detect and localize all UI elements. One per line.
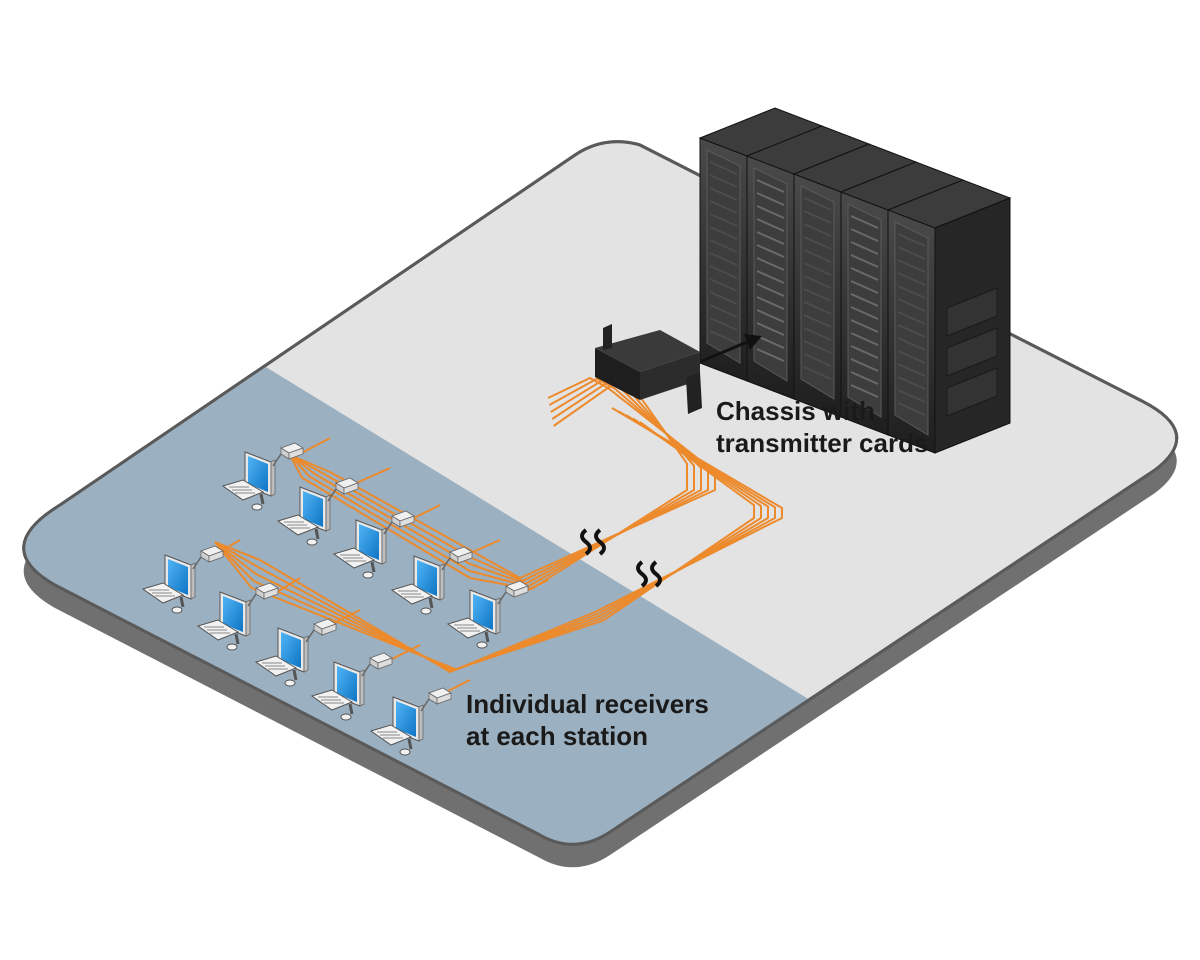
computer-workstation-icon — [221, 451, 276, 511]
server-rack-icon — [886, 179, 1012, 454]
server-racks — [698, 107, 1012, 454]
chassis-label-line2: transmitter cards — [716, 428, 928, 458]
cable-line — [289, 377, 716, 579]
cable-line — [214, 421, 755, 671]
computer-workstation-icon — [369, 696, 424, 756]
receiver-box-icon — [497, 580, 529, 605]
cable-branch — [389, 644, 421, 661]
computer-workstation-icon — [141, 554, 196, 614]
chassis-label: Chassis with transmitter cards — [716, 396, 928, 458]
receiver-box-icon — [327, 477, 359, 502]
computer-workstation-icon — [390, 555, 445, 615]
cable-break-icon — [580, 528, 606, 556]
server-rack-icon — [839, 161, 965, 436]
computer-workstation-icon — [310, 661, 365, 721]
computer-workstation-icon — [332, 519, 387, 579]
transmitter-chassis-icon — [595, 324, 702, 414]
cable-break-icon — [636, 560, 662, 588]
receiver-box-icon — [247, 582, 279, 607]
receiver-box-icon — [192, 545, 224, 570]
cable-branch — [409, 504, 441, 521]
cable-branch — [351, 467, 391, 486]
cable-line — [214, 417, 762, 671]
receiver-box-icon — [305, 618, 337, 643]
cable-line — [289, 377, 709, 582]
server-rack-icon — [745, 125, 871, 400]
computer-workstation-icon — [276, 486, 331, 546]
receiver-box-icon — [361, 652, 393, 677]
cable-line — [214, 414, 769, 672]
computer-workstation-icon — [196, 591, 251, 651]
receivers-label-line2: at each station — [466, 721, 648, 751]
cable-branch — [329, 609, 361, 626]
receiver-box-icon — [272, 442, 304, 467]
chassis-label-line1: Chassis with — [716, 396, 875, 426]
cable-line — [214, 410, 776, 673]
cable-break-icons — [580, 528, 662, 588]
computer-workstation-icon — [254, 627, 309, 687]
receiver-box-icon — [441, 546, 473, 571]
computer-workstation-icon — [446, 589, 501, 649]
receivers-label: Individual receivers at each station — [466, 689, 709, 751]
receiver-box-icon — [420, 687, 452, 712]
server-rack-icon — [698, 107, 824, 382]
receivers-label-line1: Individual receivers — [466, 689, 709, 719]
receiver-box-icon — [383, 510, 415, 535]
cable-line — [214, 407, 783, 673]
workstations — [141, 442, 529, 756]
server-rack-icon — [792, 143, 918, 418]
